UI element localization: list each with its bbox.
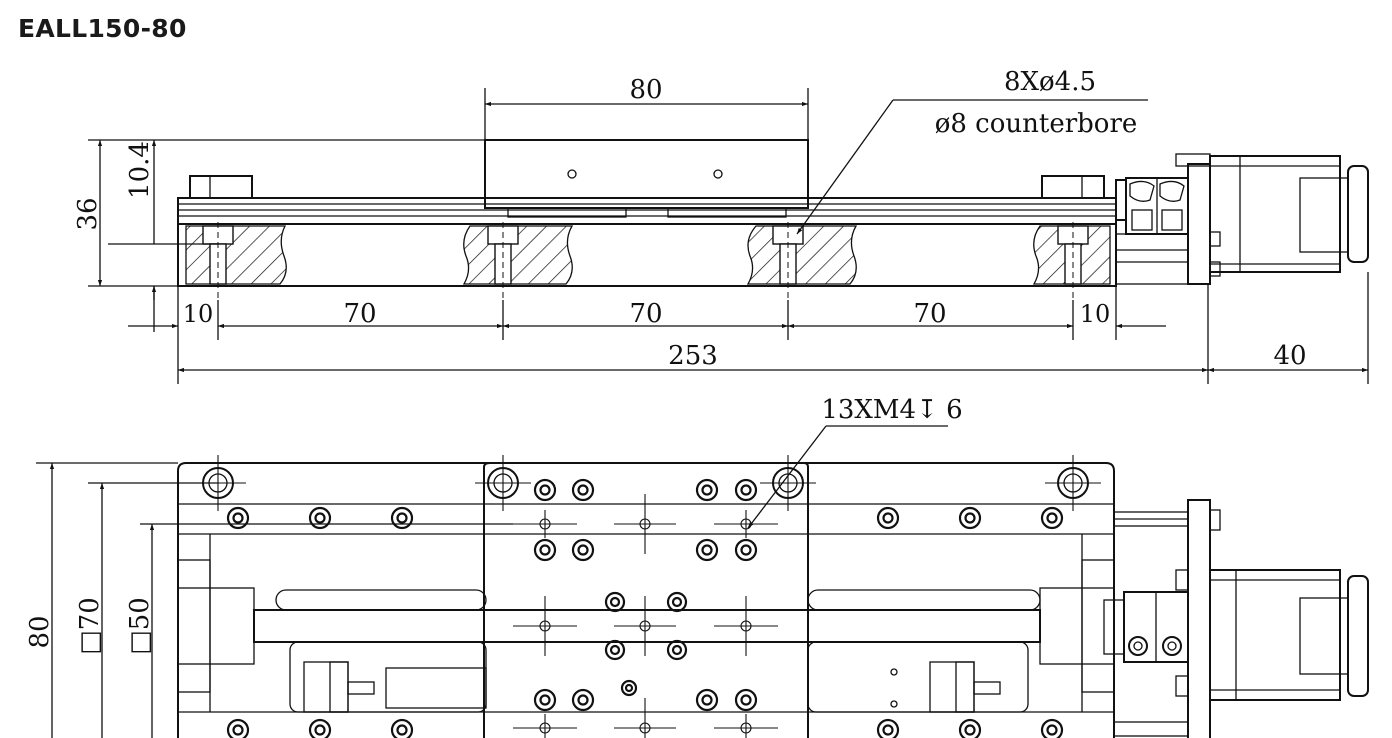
dim-pitch-2: 70 [629, 299, 662, 329]
ball-screw [253, 609, 1041, 643]
rail-bolts [226, 506, 1064, 738]
dim-pitch-3: 70 [913, 299, 946, 329]
dim-pitch-1: 70 [343, 299, 376, 329]
carriage-holes [533, 478, 758, 712]
tapped-hole-callout: 13XM4↧ 6 [821, 395, 962, 425]
carriage-plate [483, 462, 809, 738]
dim-carriage-width: 80 [629, 75, 662, 105]
dim-width-total: 80 [25, 615, 55, 648]
end-block-left [189, 175, 253, 199]
carriage [484, 139, 809, 209]
hole-callout-count: 8Xø4.5 [1004, 67, 1096, 97]
dim-height-carriage: 10.4 [125, 141, 155, 199]
dim-motor-length: 40 [1273, 341, 1306, 371]
dim-square-50: □50 [125, 597, 155, 655]
top-view: 13XM4↧ 6 [25, 395, 1369, 738]
motor-assembly [1115, 153, 1369, 285]
end-block-right [1041, 175, 1105, 199]
dim-height-total: 36 [73, 197, 103, 230]
top-dimensions: 80 □70 □50 [25, 462, 513, 738]
centerline-marks [190, 455, 1101, 738]
side-view: 80 8Xø4.5 ø8 counterbore 36 10.4 [73, 67, 1369, 384]
dim-pitch-end-right: 10 [1080, 300, 1111, 328]
motor-top [1103, 499, 1369, 738]
dim-square-70: □70 [75, 597, 105, 655]
base-rail [177, 197, 1117, 225]
dim-pitch-end-left: 10 [183, 300, 214, 328]
base-plate [177, 462, 1115, 738]
side-dimensions: 80 8Xø4.5 ø8 counterbore 36 10.4 [73, 67, 1369, 384]
dim-overall-length: 253 [668, 341, 718, 371]
mounting-holes [202, 467, 1089, 499]
base-body [177, 223, 1117, 287]
hole-callout-counterbore: ø8 counterbore [935, 109, 1138, 139]
hatched-sections [185, 222, 1111, 300]
drawing-title: EALL150-80 [18, 14, 187, 43]
